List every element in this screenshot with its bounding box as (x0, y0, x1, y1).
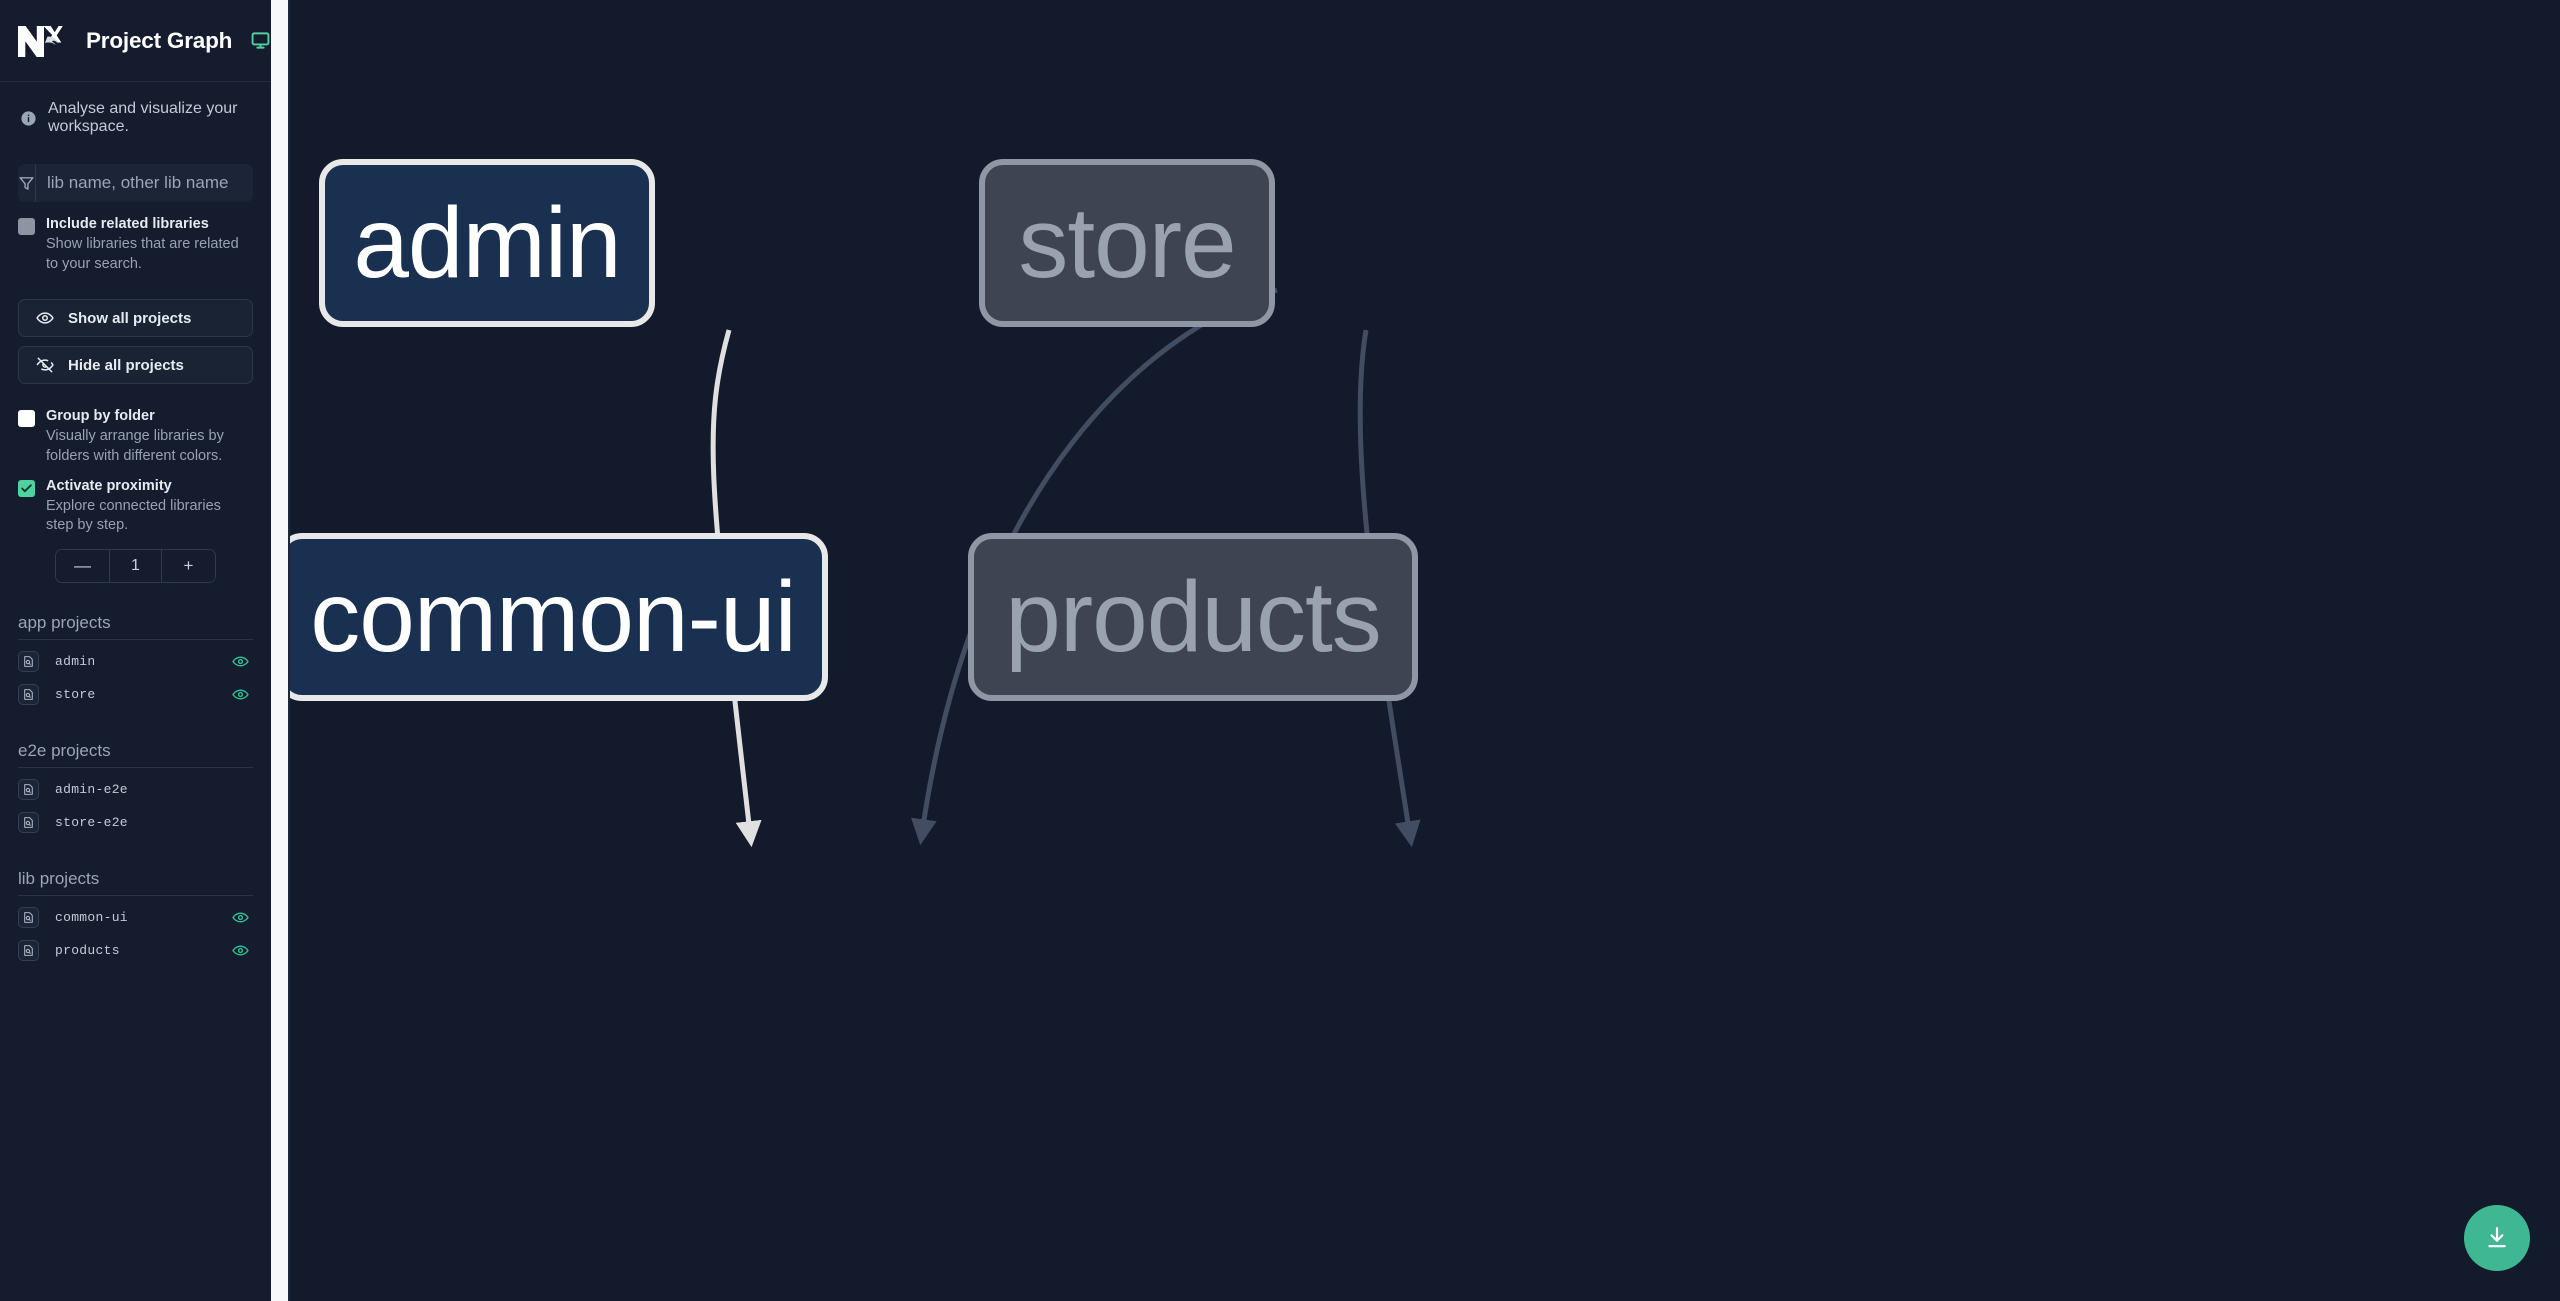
project-visibility-eye-icon[interactable] (231, 652, 249, 670)
monitor-icon[interactable] (251, 31, 270, 50)
graph-node-label: products (1005, 561, 1382, 673)
tagline-text: Analyse and visualize your workspace. (48, 100, 238, 135)
option-group-by-folder[interactable]: Group by folder Visually arrange librari… (0, 384, 271, 466)
project-icon (18, 811, 39, 833)
project-name: store (55, 686, 96, 702)
group-by-folder-description: Visually arrange libraries by folders wi… (46, 428, 224, 464)
nx-logo (16, 23, 63, 59)
graph-node-label: store (1018, 187, 1236, 299)
show-all-projects-button[interactable]: Show all projects (18, 299, 253, 338)
project-name: admin-e2e (55, 781, 128, 797)
activate-proximity-checkbox[interactable] (18, 479, 35, 497)
project-visibility-eye-icon[interactable] (231, 685, 249, 703)
option-activate-proximity[interactable]: Activate proximity Explore connected lib… (0, 467, 271, 536)
project-visibility-eye-icon[interactable] (231, 941, 249, 959)
project-group-app-title: app projects (18, 583, 253, 640)
sidebar-tagline: Analyse and visualize your workspace. (0, 82, 271, 136)
project-visibility-eye-icon[interactable] (231, 780, 249, 798)
project-group-lib-title: lib projects (18, 839, 253, 896)
graph-node-admin[interactable]: admin (319, 159, 655, 327)
project-icon (18, 939, 39, 961)
project-name: products (55, 942, 120, 958)
eye-icon (36, 309, 54, 327)
graph-node-label: common-ui (310, 561, 797, 673)
eye-off-icon (36, 356, 54, 374)
project-group-lib: lib projects common-ui (0, 839, 271, 967)
sidebar-header: Project Graph (0, 0, 271, 82)
project-icon (18, 778, 39, 800)
project-name: store-e2e (55, 814, 128, 830)
project-visibility-eye-icon[interactable] (231, 813, 249, 831)
project-row-products[interactable]: products (18, 934, 253, 967)
project-visibility-eye-icon[interactable] (231, 908, 249, 926)
project-row-common-ui[interactable]: common-ui (18, 901, 253, 934)
project-name: common-ui (55, 909, 128, 925)
group-by-folder-checkbox[interactable] (18, 410, 35, 428)
hide-all-projects-label: Hide all projects (68, 356, 184, 374)
download-graph-button[interactable] (2464, 1205, 2530, 1271)
project-icon (18, 906, 39, 928)
project-row-store-e2e[interactable]: store-e2e (18, 806, 253, 839)
info-icon (20, 110, 37, 127)
project-group-app: app projects admin (0, 583, 271, 711)
hide-all-projects-button[interactable]: Hide all projects (18, 346, 253, 385)
graph-node-store[interactable]: store (979, 159, 1275, 327)
include-related-description: Show libraries that are related to your … (46, 236, 239, 272)
graph-node-common-ui[interactable]: common-ui (278, 533, 828, 701)
sidebar-divider[interactable] (271, 0, 288, 1301)
download-icon (2484, 1225, 2510, 1251)
include-related-label: Include related libraries (46, 216, 209, 232)
graph-node-products[interactable]: products (968, 533, 1418, 701)
sidebar: Project Graph Analyse and visualize your… (0, 0, 271, 1301)
project-row-admin[interactable]: admin (18, 645, 253, 678)
proximity-stepper-wrap: — 1 + (0, 536, 271, 583)
project-group-e2e: e2e projects admin-e2e store-e2e (0, 711, 271, 839)
proximity-stepper: — 1 + (55, 548, 216, 583)
show-all-projects-label: Show all projects (68, 309, 192, 327)
edge-admin-to-common-ui (710, 329, 762, 848)
project-row-store[interactable]: store (18, 678, 253, 711)
funnel-icon (18, 164, 36, 202)
proximity-value: 1 (109, 549, 162, 582)
project-name: admin (55, 653, 96, 669)
project-row-admin-e2e[interactable]: admin-e2e (18, 773, 253, 806)
search-input[interactable] (36, 164, 253, 202)
sidebar-divider-edge (288, 0, 290, 1301)
graph-node-label: admin (353, 187, 621, 299)
project-group-e2e-title: e2e projects (18, 711, 253, 768)
group-by-folder-label: Group by folder (46, 408, 155, 425)
include-related-checkbox[interactable] (18, 218, 35, 235)
option-include-related[interactable]: Include related libraries Show libraries… (0, 202, 271, 274)
page-title: Project Graph (86, 27, 233, 53)
search-section (0, 136, 271, 202)
proximity-increment-button[interactable]: + (162, 549, 215, 582)
project-icon (18, 650, 39, 672)
proximity-decrement-button[interactable]: — (56, 549, 109, 582)
search-box[interactable] (18, 164, 253, 202)
project-icon (18, 683, 39, 705)
visibility-buttons: Show all projects Hide all projects (0, 274, 271, 385)
graph-canvas[interactable]: admin store common-ui products (271, 0, 2560, 1301)
activate-proximity-label: Activate proximity (46, 477, 172, 494)
activate-proximity-description: Explore connected libraries step by step… (46, 497, 221, 534)
